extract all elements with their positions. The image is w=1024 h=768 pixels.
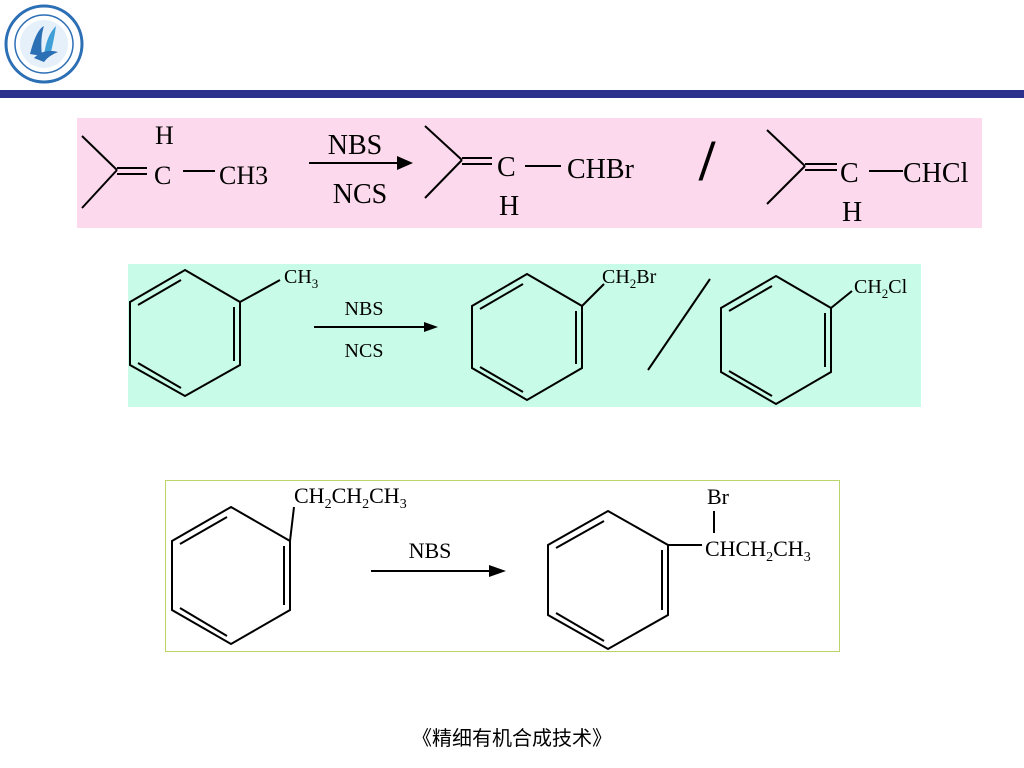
- reagent-nbs-label: NBS: [345, 298, 384, 320]
- benzene-ring-reactant: [129, 268, 281, 398]
- product-br-label: Br: [707, 484, 730, 509]
- benzene-ring-product-cl: [720, 274, 853, 406]
- reagent-ncs-label: NCS: [345, 340, 384, 362]
- reaction-panel-propylbenzene: CH2CH2CH3 NBS Br CHCH2CH3: [165, 480, 840, 652]
- product-cl-carbon-label: C: [840, 158, 859, 189]
- product-cl-group-label: CHCl: [903, 158, 969, 189]
- reactant-methyl-label: CH3: [219, 161, 268, 190]
- reaction-panel-toluene: CH3 NBS NCS CH2Br CH2Cl: [128, 264, 921, 407]
- product-bromomethyl-label: CH2Br: [602, 266, 657, 291]
- reagent-nbs-label: NBS: [328, 130, 382, 161]
- reagent-nbs-label: NBS: [409, 538, 452, 563]
- university-seal-icon: [4, 4, 84, 84]
- reagent-ncs-label: NCS: [333, 179, 387, 210]
- benzene-ring-product: [547, 509, 715, 651]
- reaction-panel-alkene: H C CH3 NBS NCS C CHBr H / C CHCl H: [77, 118, 982, 228]
- reactant-methyl-label: CH3: [284, 266, 318, 291]
- benzene-ring-product-br: [471, 272, 605, 402]
- footer-title: 《精细有机合成技术》: [412, 726, 612, 750]
- reactant-h-label: H: [155, 121, 174, 150]
- university-logo: [4, 4, 84, 84]
- product-br-carbon-label: C: [497, 152, 516, 183]
- product-chain-label: CHCH2CH3: [705, 536, 811, 565]
- reactant-carbon-label: C: [154, 161, 171, 190]
- header-bar: [0, 90, 1024, 98]
- product-chloromethyl-label: CH2Cl: [854, 276, 908, 301]
- product-separator: /: [698, 128, 716, 193]
- product-br-h-label: H: [499, 191, 519, 222]
- reactant-propyl-label: CH2CH2CH3: [294, 483, 407, 512]
- product-br-group-label: CHBr: [567, 154, 635, 185]
- product-cl-h-label: H: [842, 197, 862, 228]
- benzene-ring-reactant: [171, 505, 295, 646]
